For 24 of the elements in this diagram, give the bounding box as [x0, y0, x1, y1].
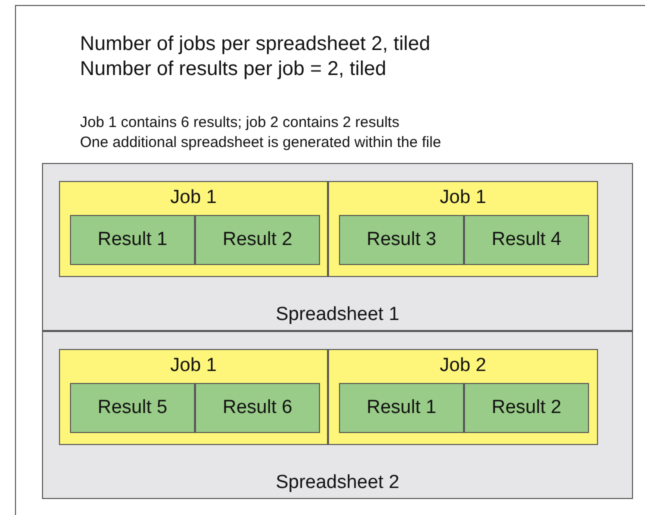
job-panel [59, 349, 328, 445]
job-title: Job 1 [169, 355, 218, 377]
spreadsheet-panel [42, 331, 633, 499]
result-cell: Result 2 [195, 215, 320, 265]
job-panel [328, 181, 598, 277]
result-cell: Result 2 [464, 383, 589, 433]
panel-title: Spreadsheet 2 [274, 472, 400, 494]
note-text: Number of jobs per spreadsheet 2, tiled [80, 33, 430, 56]
job-title: Job 1 [169, 187, 218, 209]
note-text: Number of results per job = 2, tiled [80, 58, 386, 81]
result-cell: Result 1 [339, 383, 464, 433]
job-panel [328, 349, 598, 445]
spreadsheet-panel [42, 163, 633, 331]
job-title: Job 1 [438, 187, 488, 209]
result-cell: Result 5 [70, 383, 195, 433]
job-panel [59, 181, 328, 277]
panel-title: Spreadsheet 1 [274, 304, 400, 326]
job-title: Job 2 [438, 355, 488, 377]
result-cell: Result 6 [195, 383, 320, 433]
result-cell: Result 4 [464, 215, 589, 265]
note-text: One additional spreadsheet is generated within the file [80, 134, 442, 151]
result-cell: Result 3 [339, 215, 464, 265]
result-cell: Result 1 [70, 215, 195, 265]
note-text: Job 1 contains 6 results; job 2 contains 2 results [80, 114, 400, 131]
